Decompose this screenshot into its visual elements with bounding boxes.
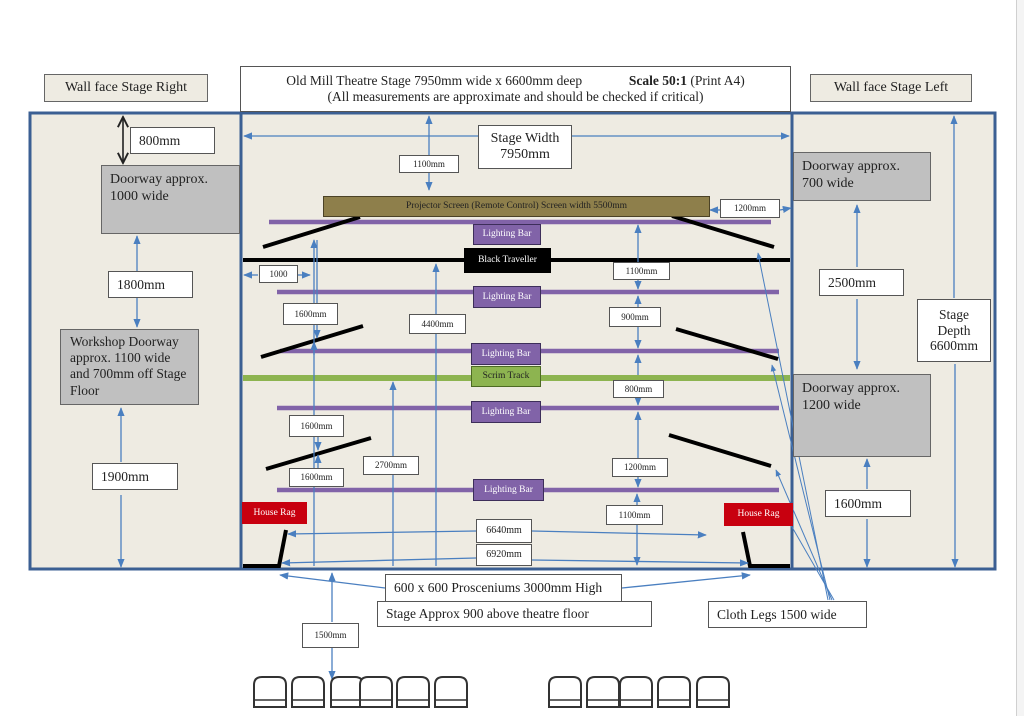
dim-leg-spacing-lower: 1600mm xyxy=(289,468,344,487)
plan-title: Old Mill Theatre Stage 7950mm wide x 660… xyxy=(240,66,791,112)
stage-depth-line3: 6600mm xyxy=(929,338,978,354)
stage-depth-line2: Depth xyxy=(937,322,971,338)
dim-leg-spacing-mid: 1600mm xyxy=(289,415,344,437)
audience-seat-left-6 xyxy=(434,676,468,708)
dim-screen-from-back: 1100mm xyxy=(399,155,459,173)
audience-seat-left-5 xyxy=(396,676,430,708)
doorway-sl-700: Doorway approx. 700 wide xyxy=(793,152,931,201)
leg-sl-1 xyxy=(671,214,775,249)
audience-seat-right-1 xyxy=(548,676,582,708)
lighting-bar-4: Lighting Bar xyxy=(471,401,541,423)
lighting-bar-5: Lighting Bar xyxy=(473,479,544,501)
dim-proscenium-opening: 6920mm xyxy=(476,544,532,566)
stage-width-line1: Stage Width xyxy=(490,130,560,146)
dim-traveller-offset: 1000 xyxy=(259,265,298,283)
lighting-bar-2: Lighting Bar xyxy=(473,286,541,308)
dim-sl-between-doors: 2500mm xyxy=(819,269,904,296)
proscenium-sl xyxy=(741,531,790,568)
leg-sl-2 xyxy=(675,327,779,361)
pros-opening-arrow-l xyxy=(281,557,477,567)
pros-note-arrow-r xyxy=(621,572,751,589)
cloth-legs-pointer-2 xyxy=(770,364,831,601)
audience-seat-left-2 xyxy=(291,676,325,708)
audience-seat-right-5 xyxy=(696,676,730,708)
dim-screen-to-wall: 1200mm xyxy=(720,199,780,218)
title-scale-note: (Print A4) xyxy=(690,73,745,89)
leg-sl-3 xyxy=(668,433,772,468)
house-rag-right: House Rag xyxy=(724,503,793,526)
cloth-legs-pointer-4 xyxy=(787,519,835,601)
wall-face-stage-left: Wall face Stage Left xyxy=(810,74,972,102)
dim-sr-between-doors: 1800mm xyxy=(108,271,193,298)
note-prosceniums: 600 x 600 Prosceniums 3000mm High xyxy=(385,574,622,602)
note-cloth-legs: Cloth Legs 1500 wide xyxy=(708,601,867,628)
audience-seating xyxy=(253,676,730,708)
rag-opening-arrow-l xyxy=(287,530,477,538)
title-main: Old Mill Theatre Stage 7950mm wide x 660… xyxy=(286,73,583,89)
wall-face-stage-right: Wall face Stage Right xyxy=(44,74,208,102)
leg-sr-3 xyxy=(265,436,372,471)
pros-opening-arrow-r xyxy=(531,559,749,567)
audience-seat-right-3 xyxy=(619,676,653,708)
workshop-doorway-sr: Workshop Doorway approx. 1100 wide and 7… xyxy=(60,329,199,405)
dim-bar-to-bar: 900mm xyxy=(609,307,661,327)
scrim-track: Scrim Track xyxy=(471,366,541,387)
cloth-legs-pointer-3 xyxy=(775,469,833,601)
title-line-1: Old Mill Theatre Stage 7950mm wide x 660… xyxy=(286,73,745,89)
stage-depth-line1: Stage xyxy=(939,307,969,323)
screen-wall-arrow-r xyxy=(779,205,792,214)
dim-traveller-to-bar: 1100mm xyxy=(613,262,670,280)
audience-seat-right-4 xyxy=(657,676,691,708)
doorway-sr-1000: Doorway approx. 1000 wide xyxy=(101,165,240,234)
audience-seat-left-4 xyxy=(359,676,393,708)
stage-width-line2: 7950mm xyxy=(500,147,550,162)
doorway-sl-1200: Doorway approx. 1200 wide xyxy=(793,374,931,457)
lighting-bar-1: Lighting Bar xyxy=(473,224,541,245)
title-scale: Scale 50:1 xyxy=(628,73,688,89)
proscenium-sr xyxy=(243,529,288,568)
dim-bar-to-bar-lower: 1200mm xyxy=(612,458,668,477)
dim-to-traveller: 4400mm xyxy=(409,314,466,334)
title-line-2: (All measurements are approximate and sh… xyxy=(327,89,704,104)
projector-screen: Projector Screen (Remote Control) Screen… xyxy=(323,196,710,217)
dim-sr-bottom-gap: 1900mm xyxy=(92,463,178,490)
stage-width-label: Stage Width 7950mm xyxy=(478,125,572,169)
note-stage-height: Stage Approx 900 above theatre floor xyxy=(377,601,652,627)
rag-opening-arrow-r xyxy=(531,530,707,539)
stage-depth-label: Stage Depth 6600mm xyxy=(917,299,991,362)
dim-rag-opening: 6640mm xyxy=(476,519,532,543)
audience-seat-right-2 xyxy=(586,676,620,708)
dim-scrim-to-bar: 800mm xyxy=(613,380,664,398)
dim-to-scrim: 2700mm xyxy=(363,456,419,475)
black-traveller: Black Traveller xyxy=(464,248,551,273)
dim-sr-top-gap: 800mm xyxy=(130,127,215,154)
audience-seat-left-1 xyxy=(253,676,287,708)
lighting-bar-3: Lighting Bar xyxy=(471,343,541,365)
dim-sl-bottom-gap: 1600mm xyxy=(825,490,911,517)
dim-front-bar-to-edge: 1100mm xyxy=(606,505,663,525)
audience-seat-left-3 xyxy=(330,676,364,708)
house-rag-left: House Rag xyxy=(242,502,307,524)
page-edge xyxy=(1016,0,1024,716)
dim-leg-spacing-upper: 1600mm xyxy=(283,303,338,325)
dim-to-audience: 1500mm xyxy=(302,623,359,648)
leg-sr-1 xyxy=(262,215,361,249)
